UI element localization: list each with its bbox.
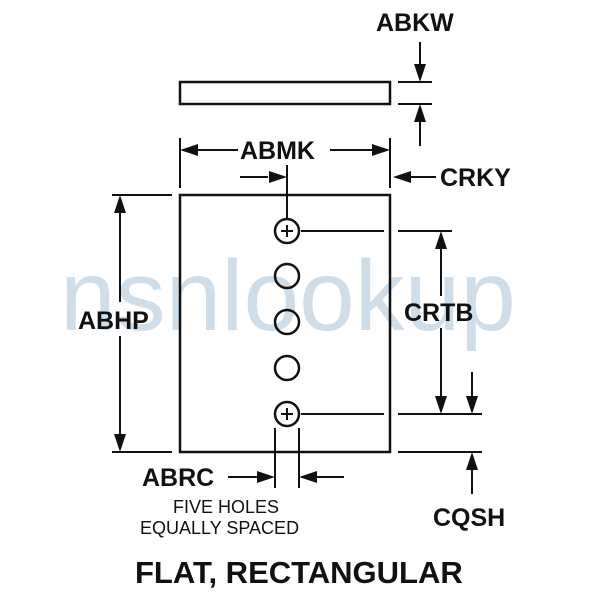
holes-group xyxy=(273,217,301,428)
hole-offset-dimension xyxy=(240,165,288,218)
abmk-dimension: ABMK xyxy=(179,137,391,188)
abrc-dimension: ABRC xyxy=(142,428,344,492)
abhp-dimension: ABHP xyxy=(78,194,172,453)
cqsh-label: CQSH xyxy=(433,504,505,532)
hole-5 xyxy=(273,400,301,428)
plate-outline xyxy=(178,193,392,454)
diagram-title: FLAT, RECTANGULAR xyxy=(135,555,463,590)
abkw-label: ABKW xyxy=(376,9,454,37)
crtb-dimension: CRTB xyxy=(301,230,482,415)
note-line-2: EQUALLY SPACED xyxy=(140,518,299,538)
abkw-dimension: ABKW xyxy=(376,9,454,146)
abhp-label: ABHP xyxy=(78,307,149,335)
note-line-1: FIVE HOLES xyxy=(173,497,279,517)
side-view-bar xyxy=(178,80,392,106)
hole-2 xyxy=(273,262,301,290)
crtb-label: CRTB xyxy=(404,299,473,327)
hole-4 xyxy=(273,354,301,382)
crky-label: CRKY xyxy=(440,164,511,192)
crky-callout: CRKY xyxy=(393,164,511,192)
abmk-label: ABMK xyxy=(240,137,315,165)
cqsh-dimension: CQSH xyxy=(398,372,505,532)
abrc-label: ABRC xyxy=(142,464,214,492)
hole-3 xyxy=(273,308,301,336)
hole-1 xyxy=(273,217,301,245)
